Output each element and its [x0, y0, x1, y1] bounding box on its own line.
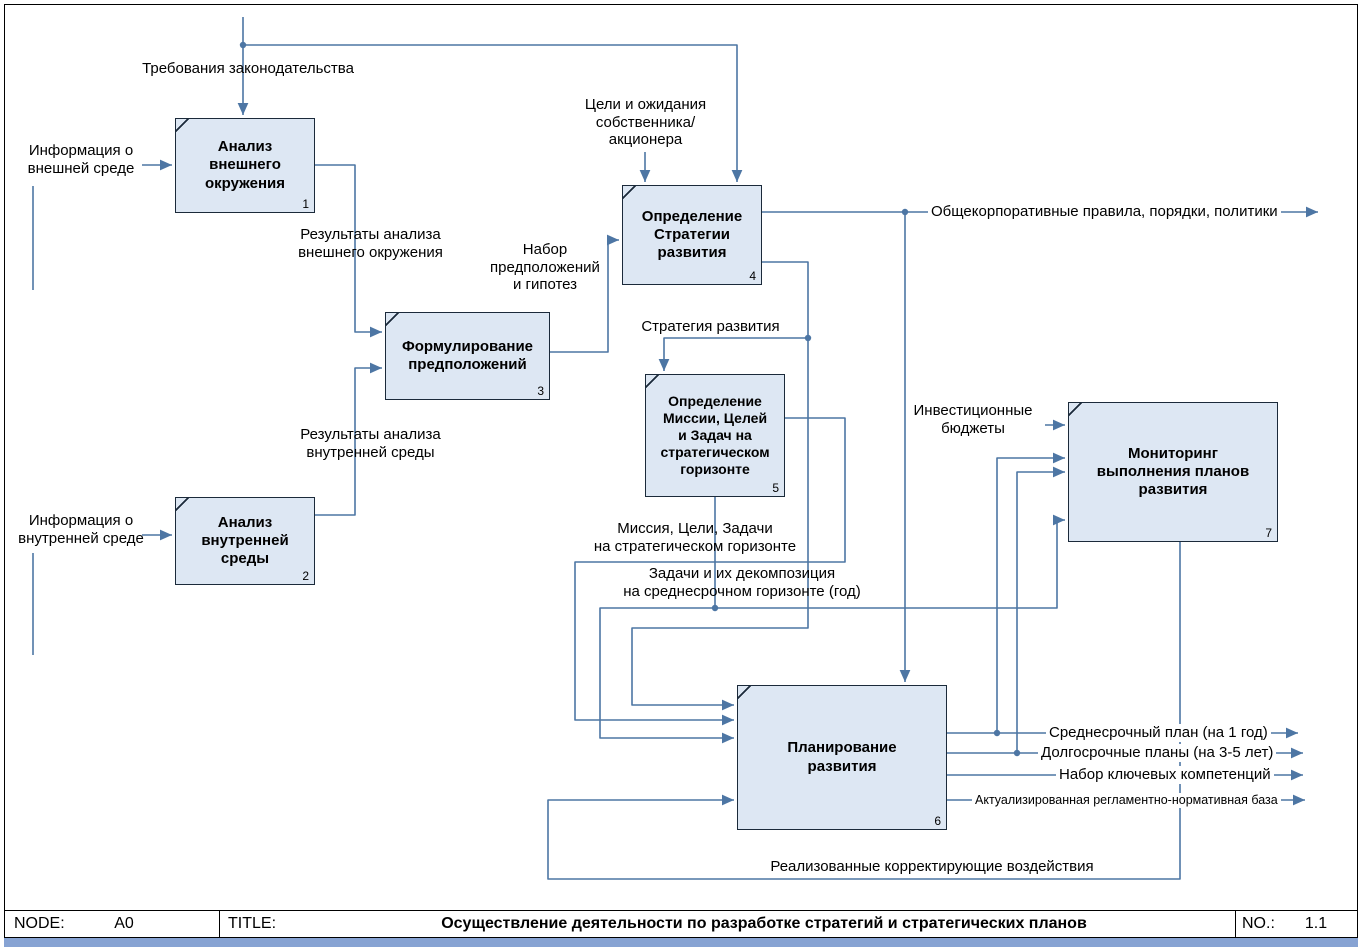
arrow-box2-to-box3	[315, 362, 382, 516]
node-label: NODE:	[14, 915, 65, 932]
label-midterm-plan: Среднесрочный план (на 1 год)	[1046, 724, 1271, 742]
box-number: 2	[302, 569, 309, 583]
process-box-strategy-definition: Определение Стратегии развития 4	[622, 185, 762, 285]
arrow-tasks-branch-box7	[715, 514, 1065, 609]
fold-corner-icon	[737, 685, 751, 699]
node-value: A0	[114, 915, 134, 932]
no-value: 1.1	[1304, 915, 1328, 932]
process-box-internal-analysis: Анализ внутренней среды 2	[175, 497, 315, 585]
label-development-strategy: Стратегия развития	[641, 318, 780, 335]
label-assumptions-set: Набор предположений и гипотез	[490, 241, 600, 294]
footer-blue-band	[4, 938, 1358, 947]
box-number: 3	[537, 384, 544, 398]
junction-dot-strategy	[804, 334, 812, 342]
arrow-box1-to-box3	[315, 164, 382, 338]
label-corrective-actions: Реализованные корректирующие воздействия	[770, 858, 1094, 875]
label-internal-results: Результаты анализа внутренней среды	[300, 426, 441, 461]
junction-dot-tasks	[711, 604, 719, 612]
title-value: Осуществление деятельности по разработке…	[441, 915, 1087, 932]
process-box-monitoring: Мониторинг выполнения планов развития 7	[1068, 402, 1278, 542]
label-corporate-rules: Общекорпоративные правила, порядки, поли…	[928, 203, 1281, 221]
process-box-development-planning: Планирование развития 6	[737, 685, 947, 830]
fold-corner-icon	[645, 374, 659, 388]
process-box-external-analysis: Анализ внешнего окружения 1	[175, 118, 315, 213]
arrow-tasks-to-box6	[599, 497, 734, 744]
footer-bar: NODE: A0 TITLE: Осуществление деятельнос…	[4, 910, 1358, 938]
box-title: Определение Стратегии развития	[641, 207, 743, 262]
box-number: 1	[302, 197, 309, 211]
label-external-results: Результаты анализа внешнего окружения	[298, 226, 443, 261]
box-title: Определение Миссии, Целей и Задач на стр…	[660, 392, 770, 478]
arrow-mission-to-box6	[574, 417, 846, 726]
box-title: Планирование развития	[787, 739, 897, 775]
arrow-law-into-box4	[243, 44, 743, 182]
box-number: 7	[1265, 526, 1272, 540]
box-number: 4	[749, 269, 756, 283]
label-key-competencies: Набор ключевых компетенций	[1056, 766, 1274, 784]
fold-corner-icon	[175, 497, 189, 511]
arrow-box3-to-box4	[550, 234, 619, 353]
label-owner-goals: Цели и ожидания собственника/ акционера	[584, 96, 707, 149]
box-number: 6	[934, 814, 941, 828]
label-internal-info: Информация о внутренней среде	[18, 512, 144, 547]
label-tasks-decomposition: Задачи и их декомпозиция на среднесрочно…	[623, 565, 861, 600]
junction-dot-law	[239, 41, 247, 49]
process-box-mission-goals: Определение Миссии, Целей и Задач на стр…	[645, 374, 785, 497]
box-number: 5	[772, 481, 779, 495]
label-law-requirements: Требования законодательства	[142, 60, 354, 77]
box-title: Анализ внешнего окружения	[205, 138, 285, 192]
label-mission-goals-tasks: Миссия, Цели, Задачи на стратегическом г…	[593, 520, 797, 555]
process-box-assumptions: Формулирование предположений 3	[385, 312, 550, 400]
fold-corner-icon	[385, 312, 399, 326]
label-longterm-plans: Долгосрочные планы (на 3-5 лет)	[1038, 744, 1277, 762]
no-label: NO.:	[1242, 915, 1275, 932]
junction-dot-midterm	[993, 729, 1001, 737]
box-title: Мониторинг выполнения планов развития	[1096, 444, 1250, 499]
footer-divider	[1235, 911, 1236, 937]
label-external-info: Информация о внешней среде	[27, 142, 135, 177]
title-label: TITLE:	[228, 915, 277, 932]
fold-corner-icon	[175, 118, 189, 132]
box-title: Формулирование предположений	[401, 337, 534, 373]
label-regulatory-base: Актуализированная регламентно-нормативна…	[972, 793, 1281, 808]
junction-dot-corp-rules	[901, 208, 909, 216]
arrow-midterm-branch-box7	[996, 452, 1065, 733]
fold-corner-icon	[1068, 402, 1082, 416]
label-investment-budgets: Инвестиционные бюджеты	[913, 402, 1033, 437]
fold-corner-icon	[622, 185, 636, 199]
arrow-strategy-branch-box6	[631, 338, 809, 711]
junction-dot-longterm	[1013, 749, 1021, 757]
arrow-longterm-branch-box7	[1016, 466, 1065, 753]
box-title: Анализ внутренней среды	[201, 513, 289, 568]
footer-divider	[219, 911, 220, 937]
